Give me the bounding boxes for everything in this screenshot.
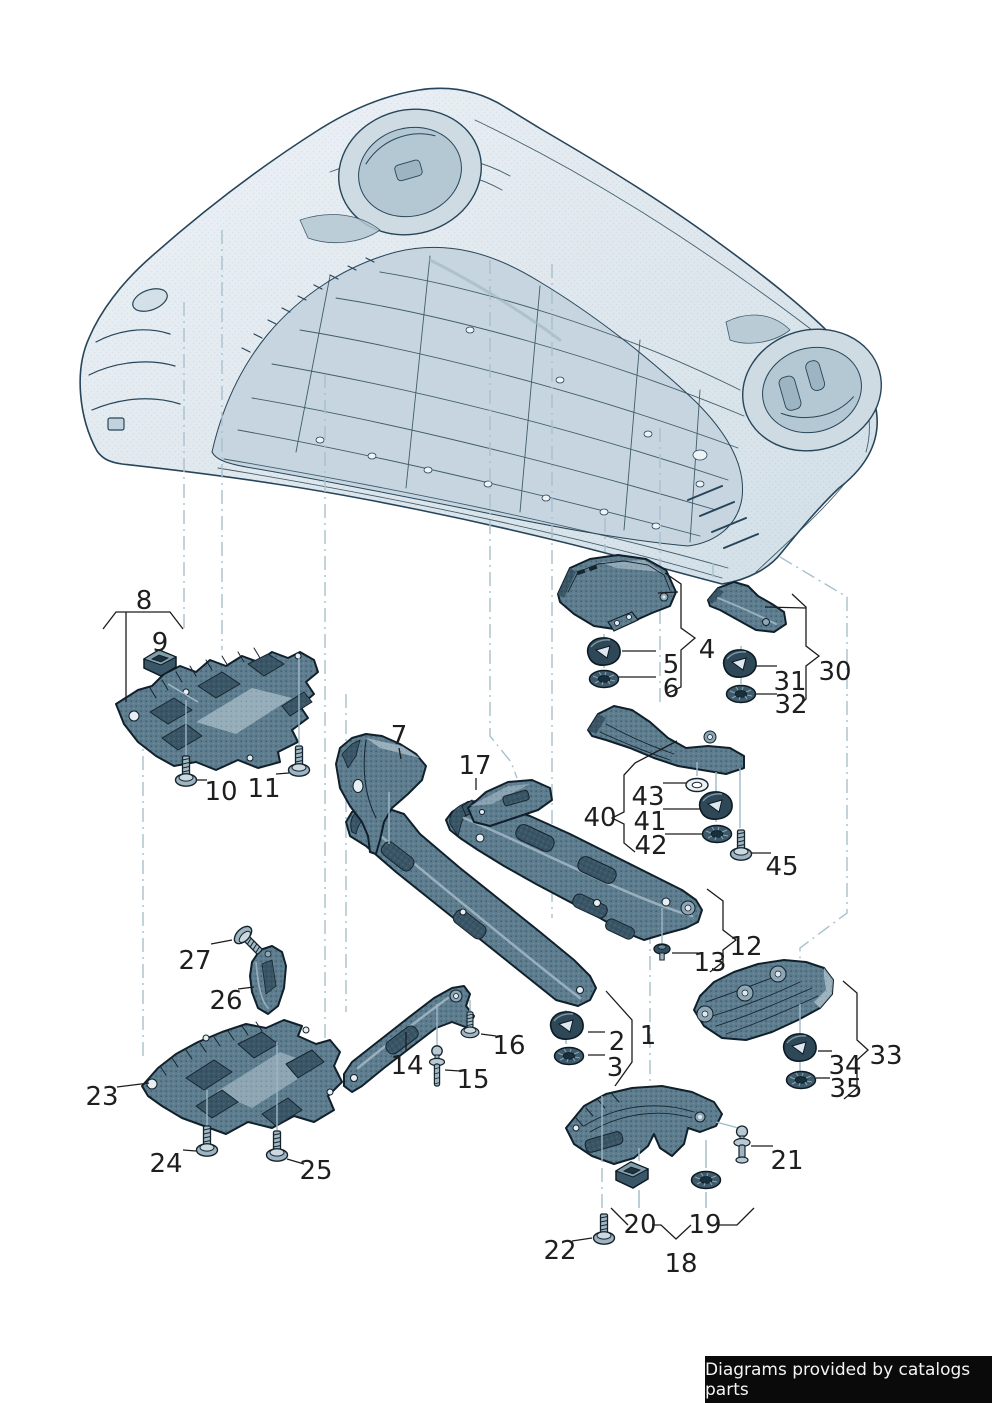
- part-15-rivet-pin: [428, 1045, 446, 1087]
- part-21-expander-pin: [733, 1125, 751, 1164]
- part-19-washer: [690, 1170, 722, 1190]
- part-8-engine-undercover: [115, 647, 319, 771]
- part-33-underbody-panel: [693, 959, 834, 1041]
- part-30-bracket: [707, 581, 787, 633]
- part-11-screw: [287, 745, 311, 777]
- part-34-cage-nut: [782, 1033, 817, 1062]
- part-4-bracket-plate: [557, 554, 677, 632]
- part-6-washer: [588, 669, 620, 689]
- part-25-screw: [265, 1130, 289, 1162]
- part-22-screw: [592, 1213, 616, 1245]
- part-41-cage-nut: [698, 791, 733, 820]
- part-42-washer: [701, 824, 733, 844]
- callout-leader-lines: [102, 572, 869, 1242]
- floor-edge-serration: [241, 257, 375, 353]
- part-1-sill-trim-panel: [345, 803, 597, 1007]
- front-bumper-lines: [88, 288, 181, 431]
- part-17-bracket: [461, 779, 553, 827]
- part-40-bracket-arm: [587, 705, 745, 775]
- part-43-washer: [685, 777, 709, 793]
- floor-holes: [315, 326, 708, 530]
- front-wheel-housing: [338, 108, 482, 236]
- part-32-washer: [725, 684, 757, 704]
- provider-banner-text: Diagrams provided by catalogs parts: [705, 1359, 971, 1400]
- part-3-washer: [553, 1046, 585, 1066]
- car-body-illustration: [79, 87, 882, 585]
- part-5-cage-nut: [586, 637, 621, 666]
- provider-banner: Diagrams provided by catalogs parts: [705, 1356, 992, 1403]
- part-2-cage-nut: [549, 1011, 584, 1040]
- floor-pan: [211, 246, 744, 547]
- part-12-sill-trim-panel: [445, 799, 703, 941]
- part-23-engine-undercover: [141, 1019, 343, 1135]
- rear-diffuser-fins: [687, 485, 759, 549]
- part-14-sill-trim-panel: [343, 985, 475, 1093]
- part-31-cage-nut: [722, 649, 757, 678]
- part-7-bracket-panel: [335, 733, 427, 855]
- part-13-push-nut: [653, 943, 671, 961]
- part-20-clip-nut: [615, 1161, 649, 1189]
- parts: [115, 554, 834, 1165]
- part-26-support-bracket: [249, 945, 287, 1015]
- part-18-underbody-panel: [565, 1085, 723, 1165]
- rear-wheel-housing: [742, 328, 882, 452]
- fastener-link-lines: [167, 634, 801, 1208]
- part-45-screw: [729, 829, 753, 861]
- suspension-details: [299, 214, 791, 344]
- part-35-washer: [785, 1070, 817, 1090]
